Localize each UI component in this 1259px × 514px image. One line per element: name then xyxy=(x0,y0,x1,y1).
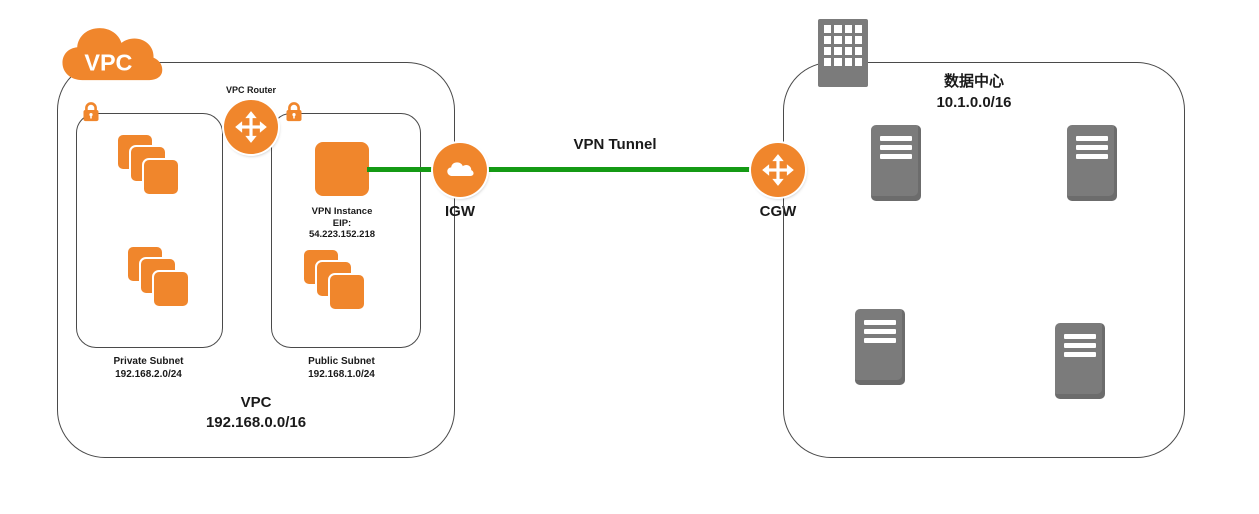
instance-square xyxy=(152,270,190,308)
server-icon xyxy=(855,309,905,385)
server-icon xyxy=(1067,125,1117,201)
igw-label: IGW xyxy=(445,203,475,220)
instance-square xyxy=(142,158,180,196)
cloud-glyph xyxy=(447,162,474,177)
vpn-instance-label: VPN Instance EIP: 54.223.152.218 xyxy=(287,206,397,241)
vpc-footer-cidr: 192.168.0.0/16 xyxy=(205,414,307,431)
vpc-cloud-icon: VPC xyxy=(62,28,163,81)
vpc-cloud-label: VPC xyxy=(84,50,132,76)
vpn-instance-eip-value: 54.223.152.218 xyxy=(308,229,376,240)
vpn-instance-eip-label: EIP: xyxy=(332,217,352,229)
datacenter-boundary: 数据中心 10.1.0.0/16 xyxy=(783,19,1185,458)
private-subnet-cidr: 192.168.2.0/24 xyxy=(115,369,182,380)
vpc-boundary: VPC VPC Router xyxy=(57,28,455,458)
vpn-instance-icon xyxy=(315,142,369,196)
vpc-router-label: VPC Router xyxy=(225,85,276,95)
datacenter-title: 数据中心 xyxy=(943,73,1004,90)
private-subnet-box xyxy=(76,113,223,348)
instance-group-icon xyxy=(116,133,180,196)
vpc-footer-title: VPC xyxy=(240,394,272,411)
public-subnet-cidr: 192.168.1.0/24 xyxy=(308,369,375,380)
public-subnet-box: VPN Instance EIP: 54.223.152.218 xyxy=(271,113,421,348)
vpn-instance-title: VPN Instance xyxy=(311,206,373,217)
cross-arrows-glyph xyxy=(762,154,794,186)
lock-icon xyxy=(286,102,302,122)
server-icon xyxy=(871,125,921,201)
customer-gateway-icon xyxy=(751,143,805,197)
private-subnet-caption: Private Subnet 192.168.2.0/24 xyxy=(86,355,211,381)
vpc-footer-label: VPC 192.168.0.0/16 xyxy=(156,393,356,433)
server-icon xyxy=(1055,323,1105,399)
datacenter-header: 数据中心 10.1.0.0/16 xyxy=(844,71,1104,113)
datacenter-cidr: 10.1.0.0/16 xyxy=(936,94,1012,111)
instance-square xyxy=(328,273,366,311)
building-icon xyxy=(818,19,868,87)
internet-gateway-icon xyxy=(433,143,487,197)
private-subnet-title: Private Subnet xyxy=(113,356,184,367)
vpn-tunnel-line xyxy=(367,167,778,172)
instance-group-icon xyxy=(302,248,366,311)
vpc-router-icon xyxy=(224,100,278,154)
vpn-tunnel-label: VPN Tunnel xyxy=(573,136,657,153)
public-subnet-title: Public Subnet xyxy=(308,356,375,367)
cross-arrows-glyph xyxy=(235,111,267,143)
instance-group-icon xyxy=(126,245,190,308)
public-subnet-caption: Public Subnet 192.168.1.0/24 xyxy=(279,355,404,381)
cgw-label: CGW xyxy=(759,203,797,220)
lock-icon xyxy=(83,102,99,122)
